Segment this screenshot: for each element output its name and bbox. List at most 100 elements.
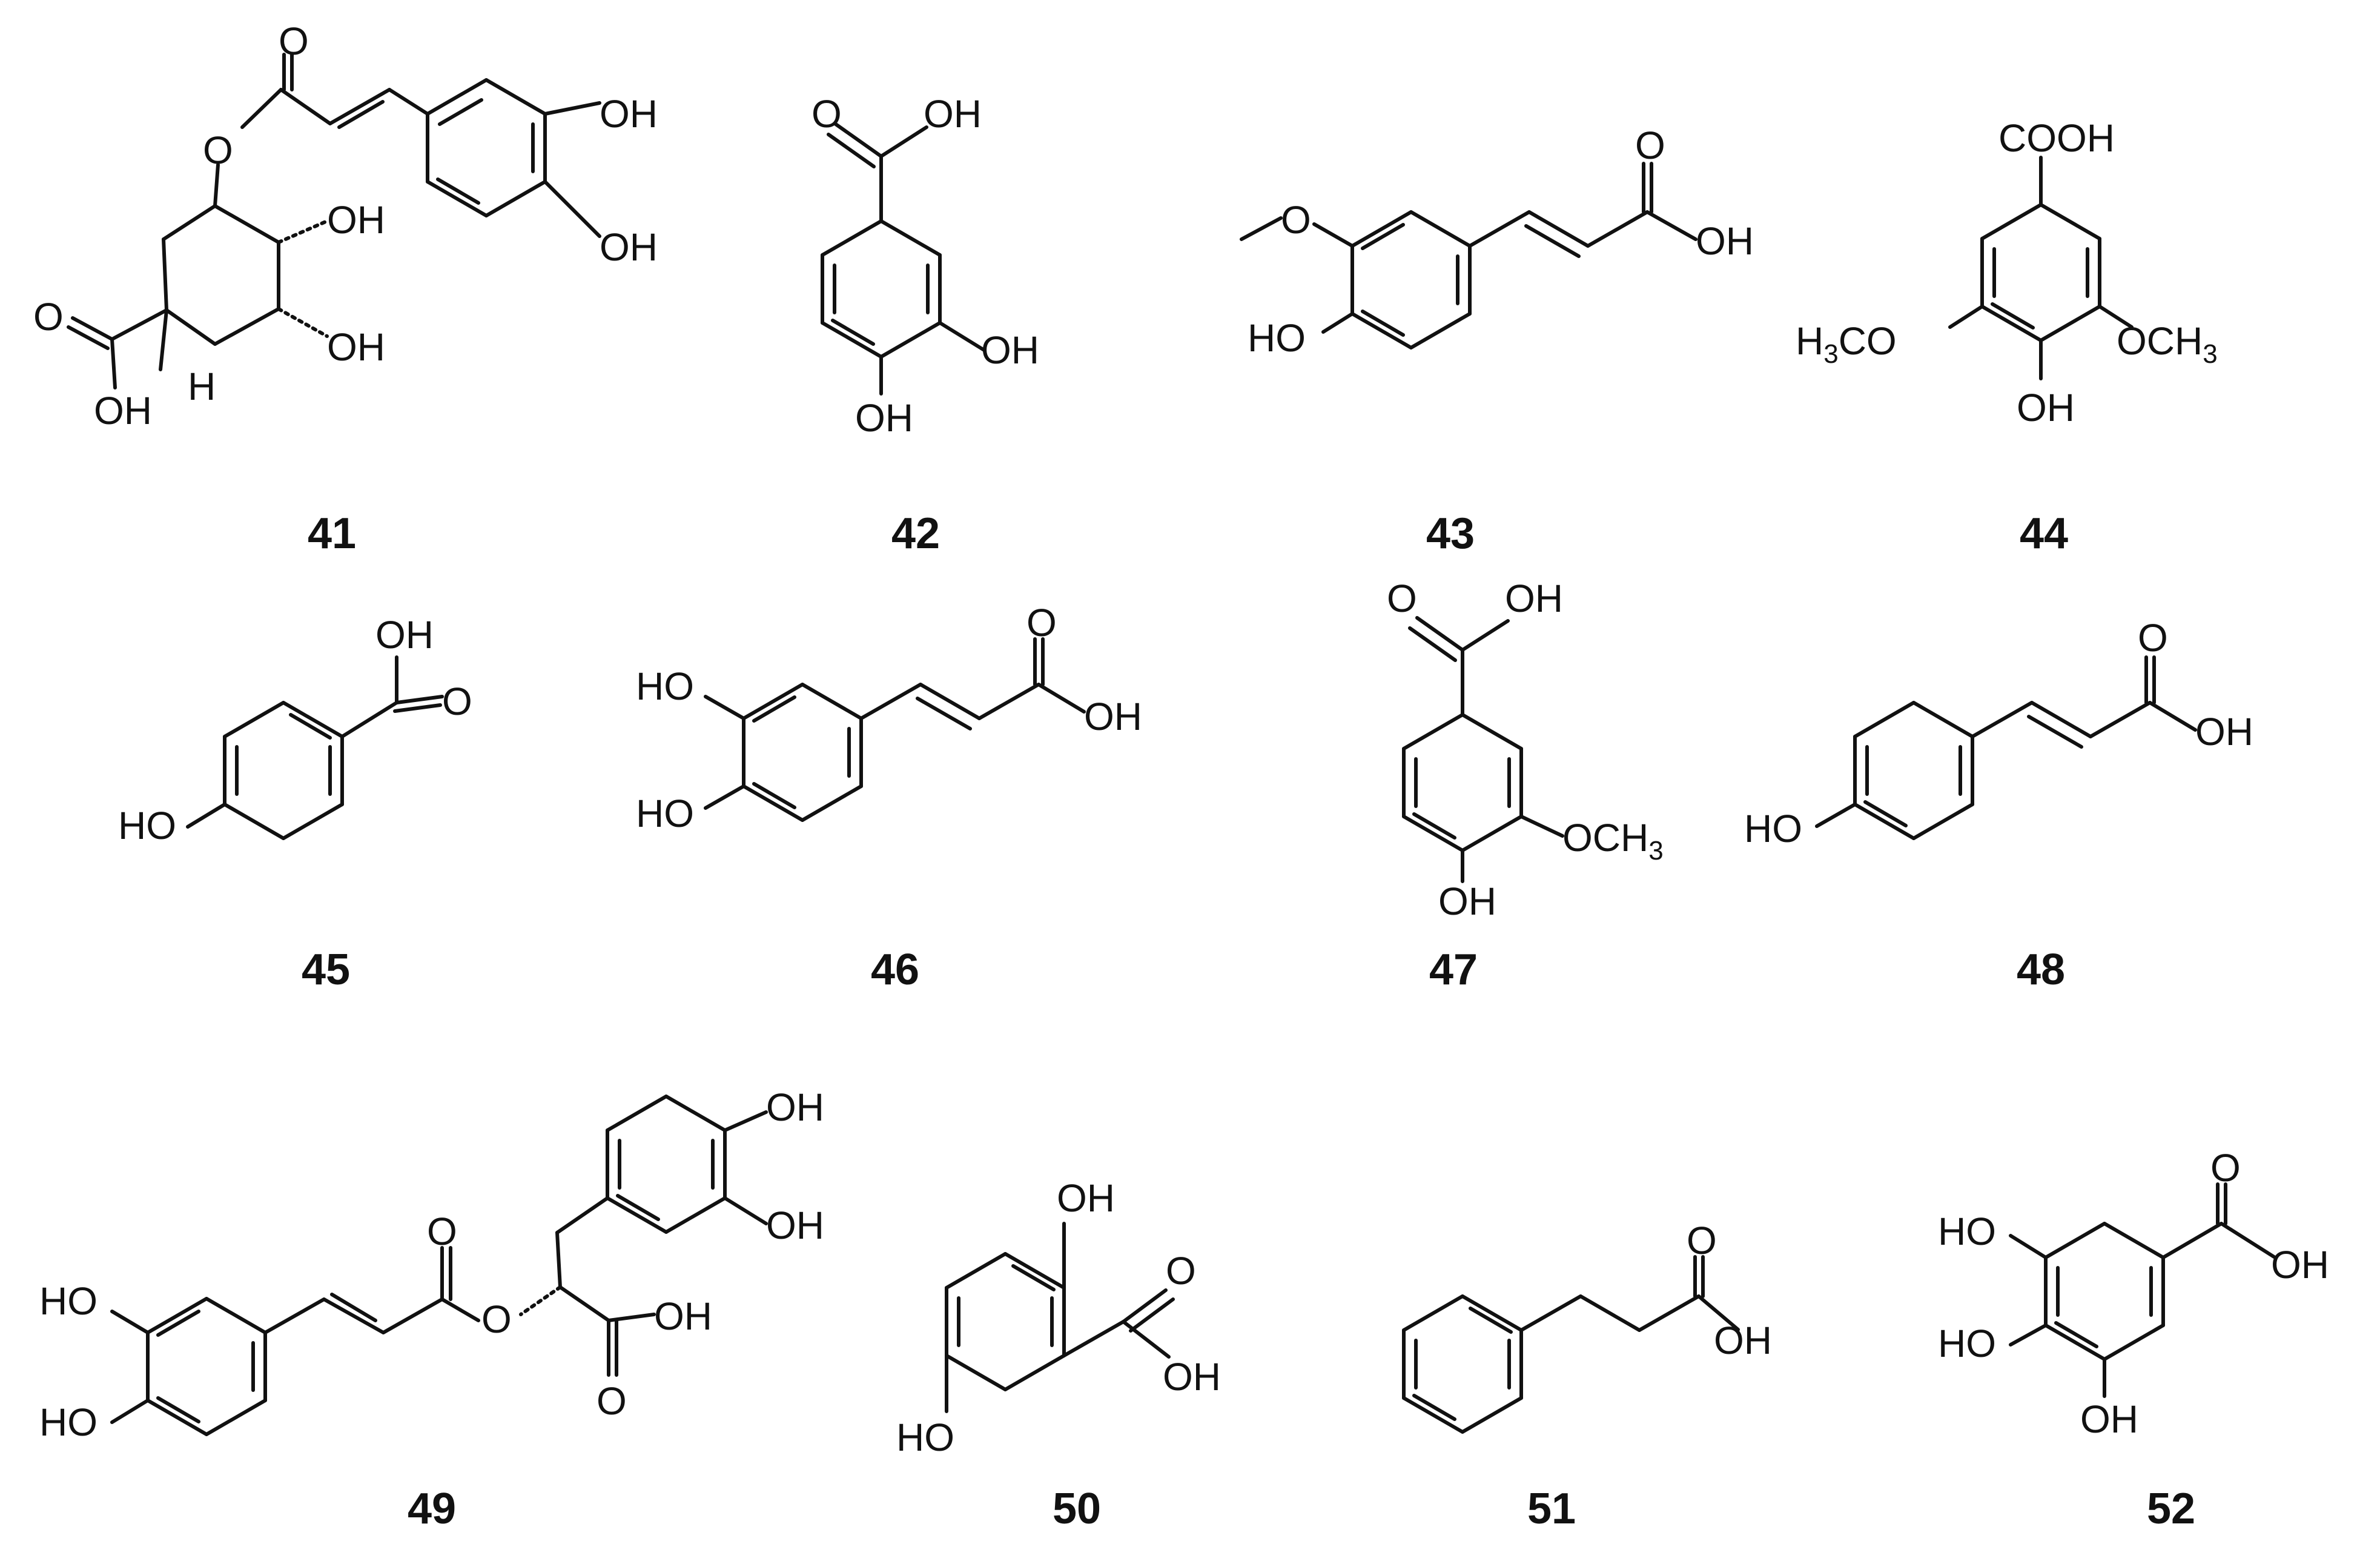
atom-label: OCH3 xyxy=(2117,319,2218,369)
compound-49: OH OH O HO O OH HO O 49 xyxy=(39,1085,824,1533)
atom-label: OH xyxy=(2017,386,2075,429)
compound-number: 50 xyxy=(1053,1485,1101,1533)
compound-50-labels: OH O OH HO xyxy=(896,1176,1221,1459)
compound-number: 45 xyxy=(302,946,350,994)
atom-label: OH xyxy=(600,225,658,269)
compound-41: O O OH OH OH OH O OH H 41 xyxy=(33,19,658,558)
compound-41-labels: O O OH OH OH OH O OH H xyxy=(33,19,658,432)
compound-51-labels: O OH xyxy=(1687,1219,1772,1362)
compound-44: COOH H3CO OCH3 OH 44 xyxy=(1796,116,2218,558)
atom-label: O xyxy=(597,1379,627,1423)
atom-label: OH xyxy=(766,1085,824,1129)
atom-label: O xyxy=(812,92,842,136)
atom-label: OH xyxy=(327,198,385,242)
compound-52-bonds xyxy=(2009,1182,2276,1398)
atom-label: HO xyxy=(1938,1210,1996,1253)
compound-number: 49 xyxy=(408,1485,456,1533)
atom-label: O xyxy=(1387,577,1417,620)
compound-47: O OH OCH3 OH 47 xyxy=(1387,577,1664,994)
compound-41-bonds xyxy=(67,53,601,389)
atom-label: OH xyxy=(1714,1319,1772,1362)
atom-label: OH xyxy=(2080,1397,2138,1441)
compound-46: O HO OH HO 46 xyxy=(636,601,1142,994)
compound-number: 46 xyxy=(871,946,919,994)
atom-label: OH xyxy=(600,92,658,136)
compound-49-labels: OH OH O HO O OH HO O xyxy=(39,1085,824,1444)
atom-label: HO xyxy=(896,1416,954,1459)
atom-label: O xyxy=(203,128,233,172)
atom-label: O xyxy=(33,295,64,339)
atom-label: OH xyxy=(1438,880,1496,923)
atom-label: O xyxy=(1635,124,1665,167)
atom-label: H xyxy=(188,365,216,408)
compound-50: OH O OH HO 50 xyxy=(896,1176,1221,1533)
compound-48-bonds xyxy=(1815,655,2197,840)
atom-label: O xyxy=(1281,198,1311,242)
compound-42: O OH OH OH 42 xyxy=(812,92,1039,558)
compound-50-bonds xyxy=(945,1222,1175,1413)
atom-label: HO xyxy=(39,1279,98,1323)
compound-number: 52 xyxy=(2147,1485,2195,1533)
atom-label: OCH3 xyxy=(1562,816,1664,866)
atom-label: OH xyxy=(1163,1355,1221,1399)
compound-number: 44 xyxy=(2020,509,2068,558)
compound-number: 43 xyxy=(1426,509,1475,558)
compound-44-bonds xyxy=(1948,156,2134,380)
compound-48: O OH HO 48 xyxy=(1744,616,2253,994)
atom-label: HO xyxy=(1744,807,1802,850)
compound-42-bonds xyxy=(821,122,986,396)
compound-43-labels: O O OH HO xyxy=(1248,124,1754,360)
atom-label: HO xyxy=(118,804,176,847)
compound-48-labels: O OH HO xyxy=(1744,616,2253,850)
compound-51-bonds xyxy=(1402,1255,1740,1434)
atom-label: O xyxy=(279,19,309,63)
compound-number: 41 xyxy=(308,509,356,558)
atom-label: O xyxy=(1026,601,1057,644)
atom-label: OH xyxy=(375,613,434,657)
atom-label: HO xyxy=(636,792,694,835)
compound-52: O HO OH HO OH 52 xyxy=(1938,1146,2329,1533)
atom-label: OH xyxy=(1057,1176,1115,1220)
atom-label: OH xyxy=(1084,695,1142,738)
compound-42-labels: O OH OH OH xyxy=(812,92,1039,440)
compound-45-bonds xyxy=(186,655,444,840)
atom-label: O xyxy=(481,1297,512,1341)
atom-label: O xyxy=(442,680,472,723)
atom-label: HO xyxy=(1938,1322,1996,1365)
compound-47-labels: O OH OCH3 OH xyxy=(1387,577,1664,923)
atom-label: OH xyxy=(981,328,1039,372)
atom-label: HO xyxy=(39,1400,98,1444)
compound-43-bonds xyxy=(1240,162,1697,350)
atom-label: O xyxy=(427,1210,457,1253)
atom-label: O xyxy=(1687,1219,1717,1262)
compound-45-labels: OH O HO xyxy=(118,613,472,847)
atom-label: OH xyxy=(924,92,982,136)
atom-label: OH xyxy=(654,1294,712,1338)
compound-46-labels: O HO OH HO xyxy=(636,601,1142,835)
compound-44-labels: COOH H3CO OCH3 OH xyxy=(1796,116,2218,429)
atom-label: O xyxy=(2210,1146,2241,1190)
compound-43: O O OH HO 43 xyxy=(1240,124,1754,558)
compound-51: O OH 51 xyxy=(1402,1219,1772,1533)
atom-label: OH xyxy=(1505,577,1563,620)
atom-label: OH xyxy=(327,325,385,369)
atom-label: H3CO xyxy=(1796,319,1897,369)
compound-number: 47 xyxy=(1429,946,1478,994)
atom-label: OH xyxy=(855,396,913,440)
compound-52-labels: O HO OH HO OH xyxy=(1938,1146,2329,1441)
atom-label: OH xyxy=(2195,710,2253,754)
compound-45: OH O HO 45 xyxy=(118,613,472,994)
atom-label: OH xyxy=(766,1204,824,1247)
atom-label: COOH xyxy=(1998,116,2115,160)
atom-label: OH xyxy=(1696,219,1754,263)
atom-label: HO xyxy=(1248,316,1306,360)
compound-number: 51 xyxy=(1527,1485,1576,1533)
compound-46-bonds xyxy=(704,637,1086,822)
compound-47-bonds xyxy=(1402,616,1564,883)
compound-number: 42 xyxy=(891,509,940,558)
compound-number: 48 xyxy=(2017,946,2065,994)
atom-label: OH xyxy=(94,389,152,432)
atom-label: OH xyxy=(2271,1243,2329,1287)
atom-label: HO xyxy=(636,664,694,708)
